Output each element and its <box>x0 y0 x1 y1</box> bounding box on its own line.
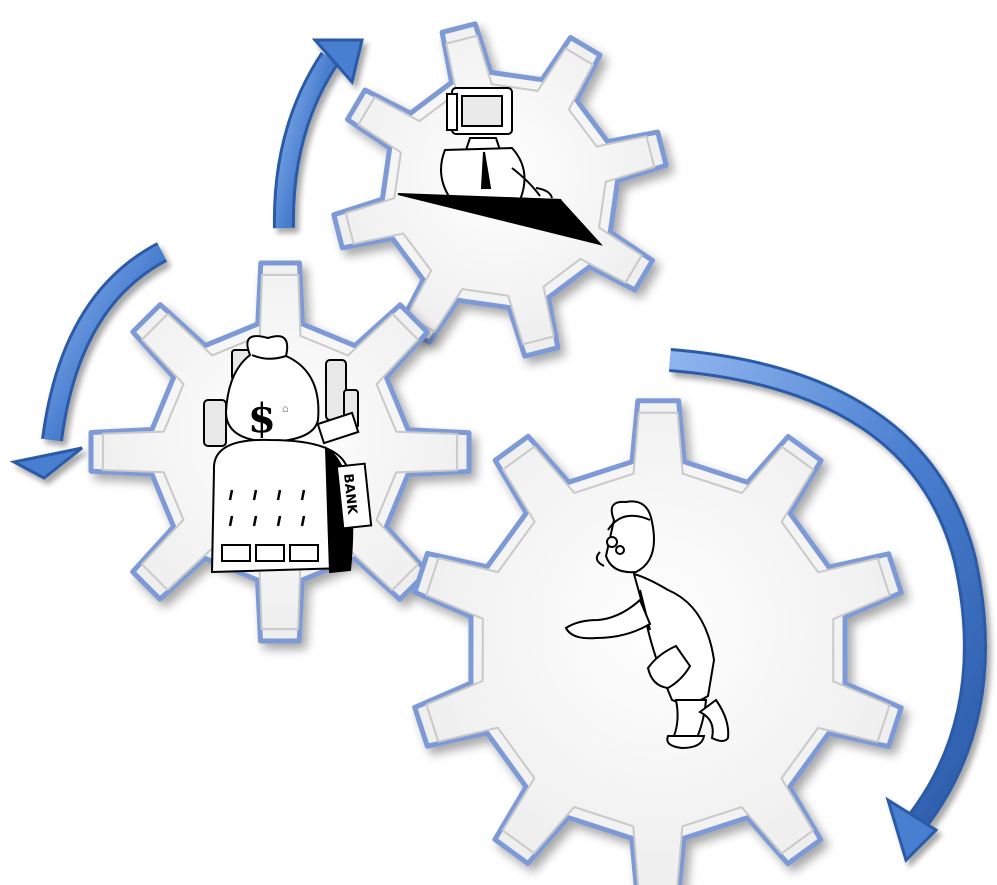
arrow-bank-to-computer <box>284 40 362 228</box>
watermark-fragment: ⌂ <box>282 402 289 415</box>
dollar-sign: $ <box>248 395 276 442</box>
